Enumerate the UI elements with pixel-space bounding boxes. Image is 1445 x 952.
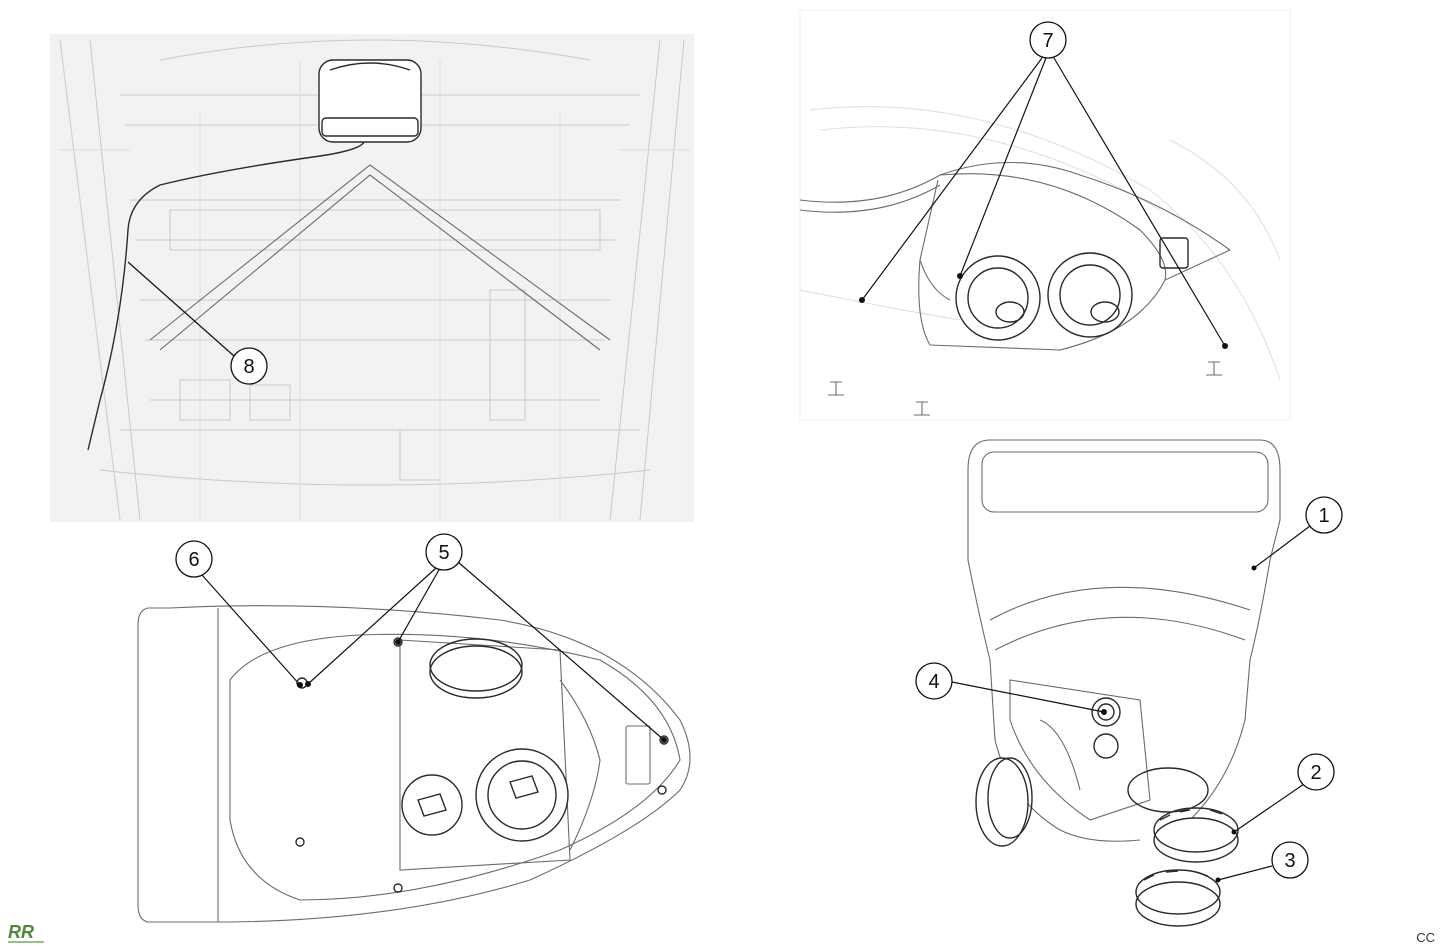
callout-3-label: 3 [1284, 850, 1295, 872]
callout-6-label: 6 [188, 549, 199, 571]
callout-2: 2 [1231, 753, 1335, 835]
vehicle-interior-view [50, 34, 694, 522]
brand-logo: RR [8, 922, 44, 943]
callout-5-label: 5 [438, 542, 449, 564]
rear-view-unit [967, 439, 1281, 927]
callout-8-label: 8 [243, 356, 254, 378]
callout-1: 1 [1251, 496, 1343, 571]
callout-1-label: 1 [1318, 505, 1329, 527]
callout-4: 4 [915, 662, 1107, 715]
callout-4-label: 4 [928, 671, 939, 693]
callout-7-label: 7 [1042, 30, 1053, 52]
underside-screws-view [799, 9, 1291, 421]
callout-6: 6 [175, 540, 303, 688]
top-view-unit [137, 605, 691, 923]
callout-8: 8 [127, 261, 268, 385]
callout-2-label: 2 [1310, 762, 1321, 784]
page-code: CC [1416, 930, 1435, 945]
headliner-unit-sketch [318, 59, 422, 143]
callout-3: 3 [1215, 841, 1309, 883]
callout-7: 7 [859, 21, 1228, 349]
brand-logo-text: RR [8, 922, 34, 942]
callout-5: 5 [305, 533, 667, 743]
